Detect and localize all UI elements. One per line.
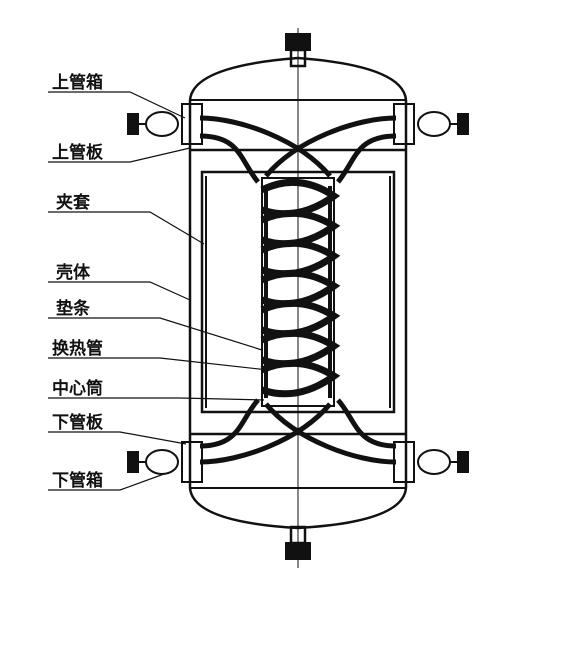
label-lower-header: 下管箱 [52, 470, 103, 491]
bottom-head [188, 487, 408, 530]
label-center-cylinder: 中心筒 [52, 378, 103, 399]
coil-bundle [260, 178, 341, 398]
leader-lines [48, 91, 269, 491]
center-cylinder [261, 177, 335, 407]
label-lower-tubesheet: 下管板 [52, 412, 104, 433]
label-upper-header: 上管箱 [52, 72, 103, 93]
upper-left-header-nozzle [127, 103, 203, 145]
upper-right-header-nozzle [393, 103, 469, 145]
label-heat-exchange-tube: 换热管 [52, 338, 103, 359]
label-shell: 壳体 [55, 262, 91, 283]
label-jacket: 夹套 [56, 192, 91, 213]
label-spacer-strip: 垫条 [56, 298, 91, 319]
label-upper-tubesheet: 上管板 [52, 142, 104, 163]
lower-right-header-nozzle [393, 441, 469, 483]
tube-routing [199, 115, 397, 465]
jacket-outline [200, 170, 396, 414]
top-head [188, 56, 408, 101]
